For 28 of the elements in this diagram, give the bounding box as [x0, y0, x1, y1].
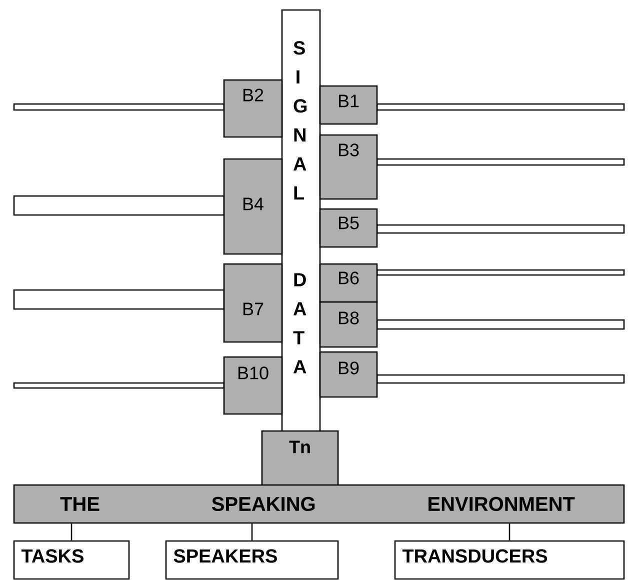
connector-line: [251, 524, 253, 540]
bar: [376, 103, 625, 111]
bar: [376, 224, 625, 234]
block-box: B6: [319, 263, 378, 303]
bar: [13, 289, 225, 310]
category-box: TASKS: [13, 540, 130, 580]
connector-line: [508, 524, 510, 540]
bar: [376, 374, 625, 384]
signal-column: SIGNAL DATA: [281, 9, 321, 433]
bar: [376, 319, 625, 330]
block-box: B5: [319, 208, 378, 248]
category-box: SPEAKERS: [165, 540, 339, 580]
bar: [376, 269, 625, 276]
block-box: B2: [223, 79, 283, 138]
block-box: B8: [319, 301, 378, 348]
block-box: B4: [223, 158, 283, 255]
bar: [13, 382, 225, 389]
bar: [376, 158, 625, 166]
block-box: B10: [223, 356, 283, 415]
block-box: B7: [223, 263, 283, 343]
bar: [13, 195, 225, 216]
block-box: B3: [319, 134, 378, 200]
category-box: TRANSDUCERS: [394, 540, 625, 580]
bar: [13, 103, 225, 111]
block-box: B9: [319, 351, 378, 398]
block-box: B1: [319, 85, 378, 125]
terminal-box: Tn: [261, 430, 339, 489]
connector-line: [70, 524, 72, 540]
